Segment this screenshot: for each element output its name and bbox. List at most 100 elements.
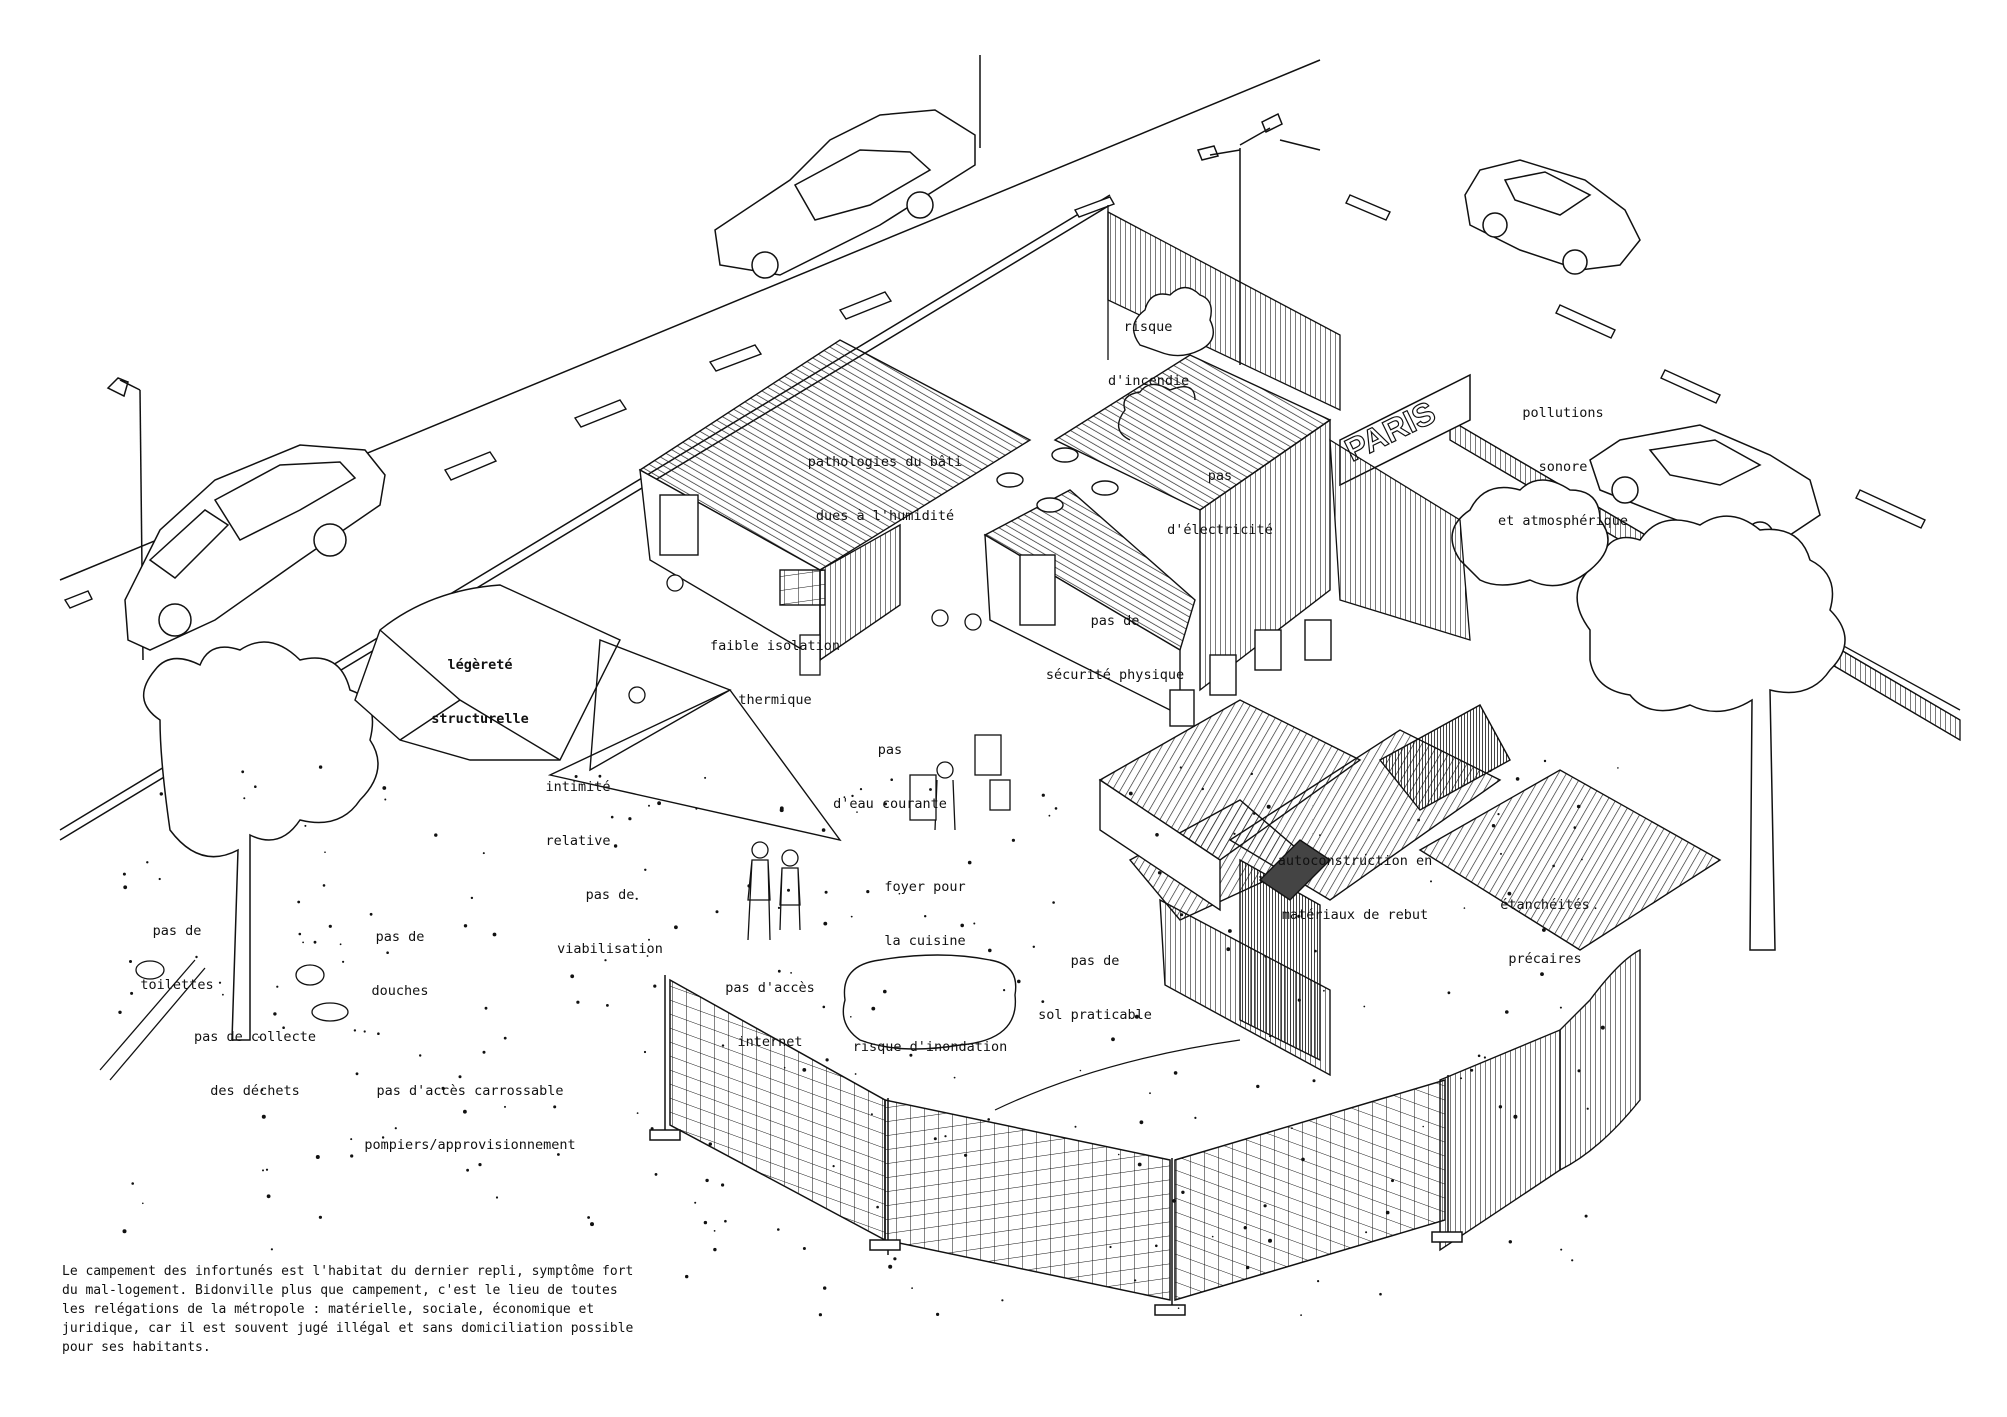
speckle xyxy=(1134,1014,1139,1019)
speckle xyxy=(382,786,387,790)
speckle xyxy=(590,1222,594,1227)
speckle xyxy=(911,1287,913,1289)
speckle xyxy=(587,1216,590,1219)
label-inondation: risque d'inondation xyxy=(845,1002,1015,1074)
speckle xyxy=(394,1127,397,1130)
speckle xyxy=(1263,1204,1267,1208)
speckle xyxy=(1489,769,1492,772)
label-line: précaires xyxy=(1508,951,1582,967)
speckle xyxy=(1256,1084,1260,1089)
label-collecte: pas de collecte des déchets xyxy=(185,992,325,1118)
speckle xyxy=(478,1163,482,1167)
speckle xyxy=(724,1219,727,1223)
speckle xyxy=(298,932,302,936)
speckle xyxy=(218,981,222,984)
label-line: relative xyxy=(545,833,611,849)
label-line: pas de collecte xyxy=(194,1029,316,1045)
speckle xyxy=(1264,955,1267,958)
speckle xyxy=(441,1086,445,1090)
speckle xyxy=(821,828,826,832)
speckle xyxy=(871,1006,876,1011)
speckle xyxy=(721,1044,725,1047)
label-isolation: faible isolation thermique xyxy=(700,601,850,727)
label-internet: pas d'accès internet xyxy=(715,943,825,1069)
speckle xyxy=(1573,826,1577,829)
speckle xyxy=(1155,833,1159,837)
speckle xyxy=(1149,1092,1151,1095)
caption-line: juridique, car il est souvent jugé illég… xyxy=(62,1321,634,1336)
speckle xyxy=(960,923,964,928)
speckle xyxy=(130,991,134,995)
speckle xyxy=(967,860,972,865)
label-line: sonore xyxy=(1538,459,1588,475)
speckle xyxy=(657,801,661,806)
speckle xyxy=(553,1105,557,1109)
speckle xyxy=(721,1183,725,1187)
speckle xyxy=(1250,772,1254,776)
speckle xyxy=(1581,858,1583,861)
speckle xyxy=(944,1135,947,1138)
speckle xyxy=(876,1205,879,1209)
speckle xyxy=(929,788,932,791)
speckle xyxy=(1507,891,1512,896)
speckle xyxy=(884,802,887,806)
speckle xyxy=(122,1229,127,1234)
speckle xyxy=(466,1168,469,1172)
speckle xyxy=(1181,1190,1185,1195)
speckle xyxy=(685,1274,689,1279)
speckle xyxy=(1297,914,1301,918)
speckle xyxy=(851,794,854,798)
speckle xyxy=(1483,1056,1486,1059)
speckle xyxy=(610,815,614,819)
label-line: intimité xyxy=(545,779,611,795)
speckle xyxy=(909,1053,913,1057)
speckle xyxy=(270,1248,273,1251)
speckle xyxy=(1180,913,1184,917)
label-autoconstruction: autoconstruction en matériaux de rebut xyxy=(1270,816,1440,942)
speckle xyxy=(598,774,602,778)
speckle xyxy=(1508,1240,1513,1244)
speckle xyxy=(936,1312,940,1316)
speckle xyxy=(262,1169,264,1172)
speckle xyxy=(1500,852,1502,855)
speckle xyxy=(1297,998,1301,1002)
speckle xyxy=(419,1054,422,1057)
street-lamps xyxy=(1196,112,1321,365)
speckle xyxy=(258,1036,260,1038)
speckle xyxy=(353,1029,357,1032)
label-line: pas de xyxy=(1070,953,1120,969)
speckle xyxy=(313,940,317,944)
speckle xyxy=(1447,991,1451,995)
speckle xyxy=(142,1202,144,1205)
speckle xyxy=(1173,1071,1178,1075)
speckle xyxy=(843,796,846,799)
car-top xyxy=(714,109,976,279)
speckle xyxy=(576,1000,580,1004)
label-viabilisation: pas de viabilisation xyxy=(550,850,670,976)
label-line: d'incendie xyxy=(1108,373,1190,389)
speckle xyxy=(1001,1299,1004,1302)
speckle xyxy=(1243,1226,1248,1230)
label-line: pollutions xyxy=(1522,405,1604,421)
speckle xyxy=(342,960,345,963)
speckle xyxy=(504,1105,506,1108)
speckle xyxy=(1054,807,1058,810)
speckle xyxy=(1365,1231,1368,1234)
speckle xyxy=(1460,1077,1463,1080)
speckle xyxy=(123,885,128,890)
speckle xyxy=(802,1247,806,1250)
speckle xyxy=(1515,777,1520,781)
speckle xyxy=(1139,1120,1144,1125)
label-line: la cuisine xyxy=(884,933,966,949)
speckle xyxy=(158,877,161,881)
speckle xyxy=(1365,853,1367,856)
speckle xyxy=(122,872,126,876)
speckle xyxy=(1497,813,1500,816)
speckle xyxy=(1011,838,1016,842)
label-line: matériaux de rebut xyxy=(1281,907,1429,923)
speckle xyxy=(463,924,468,928)
speckle xyxy=(266,1194,271,1199)
speckle xyxy=(893,1257,897,1261)
label-line: toilettes xyxy=(140,977,214,993)
caption-text: Le campement des infortunés est l'habita… xyxy=(62,1262,634,1357)
